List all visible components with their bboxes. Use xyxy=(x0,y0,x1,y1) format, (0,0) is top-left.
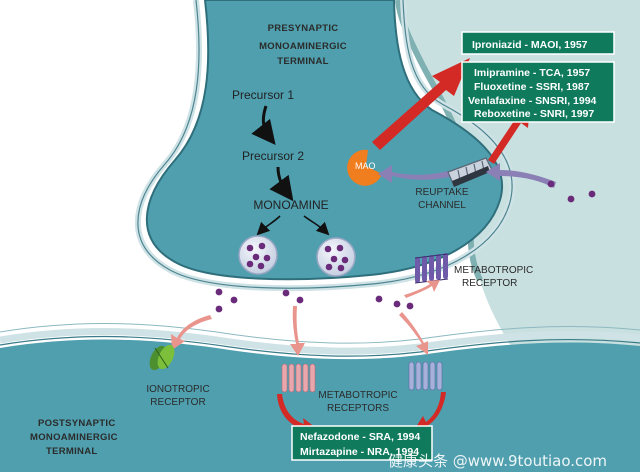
molecule xyxy=(393,300,401,308)
monoamine-arrow-right xyxy=(303,215,330,236)
pink-arrow-presynaptic-receptor xyxy=(404,280,440,298)
presynaptic-label-line2: MONOAMINERGIC xyxy=(259,41,347,52)
metabotropic-pre-label-line2: RECEPTOR xyxy=(462,278,517,289)
ionotropic-label-line2: RECEPTOR xyxy=(150,397,205,408)
presynaptic-label-line3: TERMINAL xyxy=(277,56,328,67)
postsynaptic-label-line2: MONOAMINERGIC xyxy=(30,432,118,443)
reuptake-drug-text: Venlafaxine - SNSRI, 1994 xyxy=(468,95,597,107)
maoi-drug-arrow xyxy=(372,58,470,150)
reuptake-channel xyxy=(447,157,493,187)
presynaptic-membrane-line xyxy=(137,0,513,289)
receptor-drug-text: Mirtazapine - NRA, 1994 xyxy=(300,446,419,458)
pink-arrow-ionotropic xyxy=(171,315,212,350)
molecule xyxy=(282,289,290,297)
molecule xyxy=(215,305,223,313)
precursor1-label: Precursor 1 xyxy=(232,88,294,102)
precursor1-arrow xyxy=(251,105,276,146)
postsynaptic-membrane xyxy=(0,328,640,355)
presynaptic-terminal xyxy=(145,0,503,281)
vesicle-left xyxy=(238,235,278,275)
precursor2-label: Precursor 2 xyxy=(242,149,304,163)
metabotropic-receptor-right xyxy=(408,361,443,391)
reuptake-incoming-arrow xyxy=(486,163,556,188)
ionotropic-receptor xyxy=(149,344,175,371)
ionotropic-label-line1: IONOTROPIC xyxy=(146,384,209,395)
watermark: 健康头条 @www.9toutiao.com xyxy=(388,452,607,470)
metabotropic-post-label-line2: RECEPTORS xyxy=(327,403,389,414)
metabotropic-pre-label-line1: METABOTROPIC xyxy=(454,265,533,276)
reuptake-drug-text: Fluoxetine - SSRI, 1987 xyxy=(474,81,590,93)
receptor-drug-arrow-left xyxy=(277,394,316,434)
reuptake-drug-text: Imipramine - TCA, 1957 xyxy=(474,67,590,79)
molecule xyxy=(406,302,414,310)
receptor-drug-arrow-right xyxy=(414,392,446,430)
molecule xyxy=(215,288,223,296)
metabotropic-receptor-left xyxy=(281,363,316,393)
presynaptic-metabotropic-receptor xyxy=(414,253,449,284)
postsynaptic-membrane-outer-line xyxy=(0,323,640,344)
postsynaptic-label-line3: TERMINAL xyxy=(46,446,97,457)
reuptake-label-line2: CHANNEL xyxy=(418,200,466,211)
receptor-drug-text: Nefazodone - SRA, 1994 xyxy=(300,431,420,443)
reuptake-inhibitor-box: Imipramine - TCA, 1957 Fluoxetine - SSRI… xyxy=(461,61,615,123)
postsynaptic-terminal xyxy=(0,339,640,472)
molecule xyxy=(588,190,596,198)
molecule xyxy=(567,195,575,203)
maoi-drug-box: Iproniazid - MAOI, 1957 xyxy=(461,31,615,55)
reuptake-to-mao-arrow xyxy=(378,165,454,183)
reuptake-drug-text: Reboxetine - SNRI, 1997 xyxy=(474,108,594,120)
pink-arrow-postsynaptic-right xyxy=(399,312,428,355)
mao-label: MAO xyxy=(355,161,376,171)
postsynaptic-membrane-line xyxy=(0,335,640,357)
molecule xyxy=(375,295,383,303)
pink-arrow-postsynaptic xyxy=(290,306,305,356)
maoi-drug-text: Iproniazid - MAOI, 1957 xyxy=(472,39,588,51)
molecule xyxy=(547,180,555,188)
reuptake-label-line1: REUPTAKE xyxy=(415,187,468,198)
monoamine-arrow-left xyxy=(256,215,281,236)
receptor-drug-box: Nefazodone - SRA, 1994 Mirtazapine - NRA… xyxy=(291,425,433,461)
metabotropic-post-label-line1: METABOTROPIC xyxy=(318,390,397,401)
mao-enzyme: MAO xyxy=(347,149,382,186)
molecule xyxy=(296,296,304,304)
precursor2-arrow xyxy=(269,166,294,202)
postsynaptic-label-line1: POSTSYNAPTIC xyxy=(38,418,116,429)
monoamine-label: MONOAMINE xyxy=(253,198,328,212)
presynaptic-label-line1: PRESYNAPTIC xyxy=(268,23,339,34)
molecule xyxy=(230,296,238,304)
vesicle-right xyxy=(316,237,356,277)
